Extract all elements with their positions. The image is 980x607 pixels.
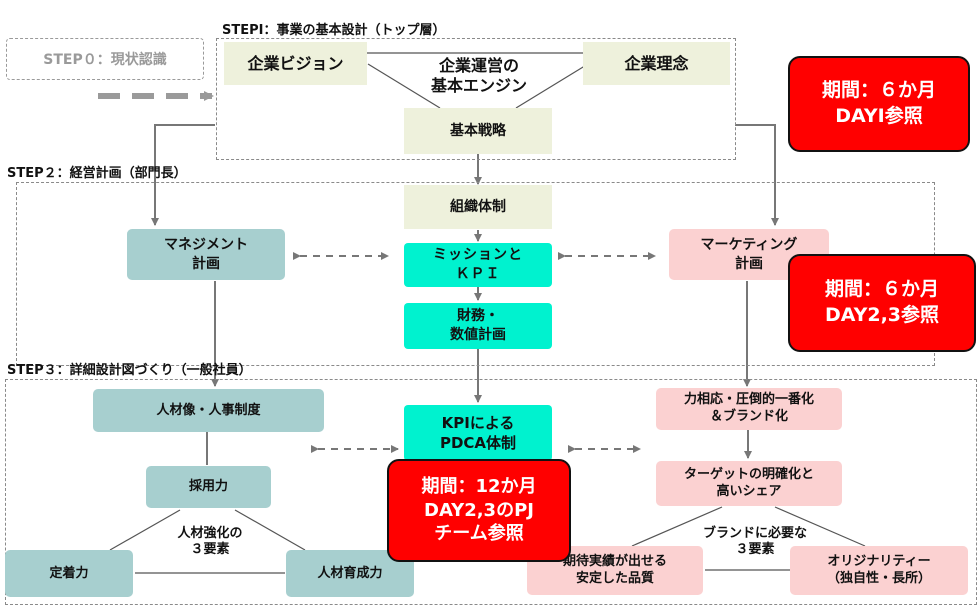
step1-management-arrow <box>151 124 215 226</box>
organization-box: 組織体制 <box>404 185 552 229</box>
step1-frame <box>216 38 736 160</box>
hr-system-box: 人材像・人事制度 <box>93 389 324 432</box>
vision-box: 企業ビジョン <box>224 42 367 85</box>
recruit-retention-line <box>109 509 181 551</box>
step3-label: STEP３：詳細設計図づくり（一般社員） <box>7 363 252 378</box>
synergy-box: 力相応・圧倒的一番化 ＆ブランド化 <box>656 388 842 430</box>
target-originality-line <box>774 506 866 547</box>
mission-kpi-box: ミッションと ＫＰＩ <box>404 243 552 287</box>
step1-marketing-arrow <box>735 124 779 226</box>
target-quality-line <box>631 506 723 547</box>
step3-frame <box>5 379 977 605</box>
brand-three-label: ブランドに必要な ３要素 <box>702 525 807 557</box>
period-box-2: 期間：６か月 DAY2,3参照 <box>788 254 976 352</box>
period-box-3: 期間：12か月 DAY2,3のPJ チーム参照 <box>387 459 571 562</box>
step1-label: STEPⅠ：事業の基本設計（トップ層） <box>222 23 446 38</box>
hr-three-label: 人材強化の ３要素 <box>177 525 243 557</box>
engine-label: 企業運営の 基本エンジン <box>430 56 527 95</box>
philosophy-strategy-line <box>515 63 589 109</box>
retention-box: 定着力 <box>5 550 133 597</box>
originality-box: オリジナリティー （独自性・長所） <box>790 546 968 595</box>
finance-plan-box: 財務・ 数値計画 <box>404 303 552 349</box>
recruiting-box: 採用力 <box>146 466 271 508</box>
management-plan-box: マネジメント 計画 <box>127 229 285 280</box>
philosophy-box: 企業理念 <box>583 42 730 85</box>
recruit-development-line <box>234 509 306 551</box>
period-box-1: 期間：６か月 DAYⅠ参照 <box>788 56 970 152</box>
strategy-box: 基本戦略 <box>404 108 552 154</box>
target-box: ターゲットの明確化と 高いシェア <box>656 461 842 506</box>
step0-box: STEP０：現状認識 <box>6 38 204 80</box>
step2-label: STEP２：経営計画（部門長） <box>7 166 187 181</box>
kpi-pdca-box: KPIによる PDCA体制 <box>404 405 552 461</box>
vision-strategy-line <box>367 63 441 109</box>
